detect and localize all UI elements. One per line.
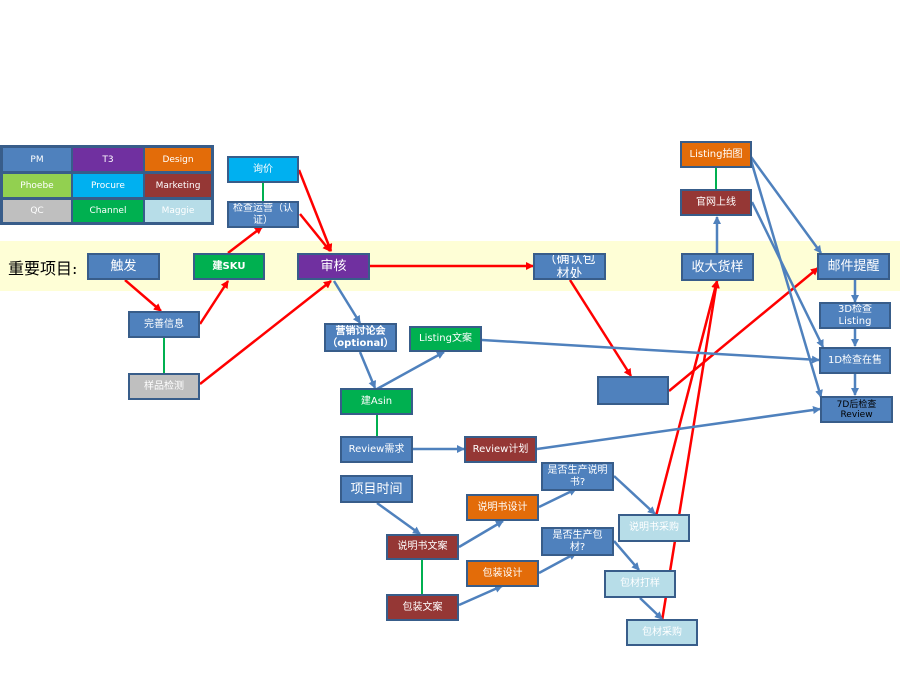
arrow-package-goods bbox=[660, 280, 720, 622]
node-receive-goods: 收大货样 bbox=[681, 253, 754, 281]
arrow-photo-7d bbox=[748, 156, 823, 398]
node-create-asin: 建Asin bbox=[340, 388, 413, 415]
node-check-7d: 7D后检查Review bbox=[820, 396, 893, 423]
node-project-time: 项目时间 bbox=[340, 475, 413, 503]
arrow-sample-review bbox=[199, 280, 332, 385]
node-package-proof: 包材打样 bbox=[604, 570, 676, 598]
node-package-copy: 包装文案 bbox=[386, 594, 459, 621]
node-blank bbox=[597, 376, 669, 405]
arrow-pkgcopy-design bbox=[458, 584, 503, 607]
arrow-produce-purchase bbox=[613, 475, 656, 515]
role-legend: PM T3 Design Phoebe Procure Marketing QC… bbox=[0, 145, 214, 225]
node-confirm-package: （确认包 材处 bbox=[533, 253, 606, 280]
node-listing-photo: Listing拍图 bbox=[680, 141, 752, 168]
node-check-ops: 检查运营（认证） bbox=[227, 201, 299, 228]
node-check-3d: 3D检查Listing bbox=[819, 302, 891, 329]
node-official-online: 官网上线 bbox=[680, 189, 752, 216]
legend-marketing: Marketing bbox=[144, 173, 212, 198]
node-inquiry: 询价 bbox=[227, 156, 299, 183]
arrow-asin-listing bbox=[376, 350, 445, 391]
legend-phoebe: Phoebe bbox=[2, 173, 72, 198]
legend-t3: T3 bbox=[72, 147, 144, 172]
arrow-design-produce bbox=[538, 487, 577, 509]
arrow-online-1d bbox=[750, 201, 825, 348]
node-create-sku: 建SKU bbox=[193, 253, 265, 280]
arrow-check-review bbox=[299, 213, 331, 252]
legend-procure: Procure bbox=[72, 173, 144, 198]
node-package-design: 包装设计 bbox=[466, 560, 539, 587]
node-manual-copy: 说明书文案 bbox=[386, 534, 459, 560]
legend-pm: PM bbox=[2, 147, 72, 172]
node-manual-purchase: 说明书采购 bbox=[618, 514, 690, 542]
node-review: 审核 bbox=[297, 253, 370, 280]
node-marketing-discussion: 营销讨论会（optional） bbox=[324, 323, 397, 352]
arrow-plan-7d bbox=[536, 406, 821, 451]
legend-qc: QC bbox=[2, 199, 72, 223]
arrow-sku-check bbox=[227, 226, 263, 254]
arrow-review-marketing bbox=[332, 280, 362, 324]
node-check-1d: 1D检查在售 bbox=[819, 347, 891, 374]
arrow-pkgdesign-produce bbox=[538, 551, 577, 575]
legend-design: Design bbox=[144, 147, 212, 172]
arrow-listing-1d bbox=[481, 338, 820, 364]
arrow-inquiry-review bbox=[297, 169, 333, 252]
arrow-trigger-improve bbox=[124, 279, 162, 312]
arrow-manual-goods bbox=[654, 280, 720, 517]
node-package-purchase: 包材采购 bbox=[626, 619, 698, 646]
node-improve-info: 完善信息 bbox=[128, 311, 200, 338]
arrow-manual-design bbox=[458, 519, 504, 549]
node-email-reminder: 邮件提醒 bbox=[817, 253, 890, 280]
arrow-time-manual bbox=[376, 501, 421, 536]
node-trigger: 触发 bbox=[87, 253, 160, 280]
arrow-improve-sku bbox=[198, 280, 230, 325]
arrow-marketing-asin bbox=[358, 351, 377, 389]
legend-channel: Channel bbox=[72, 199, 144, 223]
legend-maggie: Maggie bbox=[144, 199, 212, 223]
arrow-proof-purchase bbox=[639, 597, 663, 620]
node-review-plan: Review计划 bbox=[464, 436, 537, 463]
important-project-label: 重要项目: bbox=[8, 259, 78, 278]
arrow-produce-proof bbox=[613, 540, 640, 571]
node-listing-copy: Listing文案 bbox=[409, 326, 482, 352]
arrow-blank-email bbox=[668, 267, 819, 392]
node-produce-manual: 是否生产说明书? bbox=[541, 462, 614, 491]
node-produce-package: 是否生产包材? bbox=[541, 527, 614, 556]
arrow-photo-email bbox=[749, 156, 823, 254]
node-review-needs: Review需求 bbox=[340, 436, 413, 463]
node-sample-test: 样品检测 bbox=[128, 373, 200, 400]
node-manual-design: 说明书设计 bbox=[466, 494, 539, 521]
arrow-confirm-blank bbox=[568, 279, 633, 377]
